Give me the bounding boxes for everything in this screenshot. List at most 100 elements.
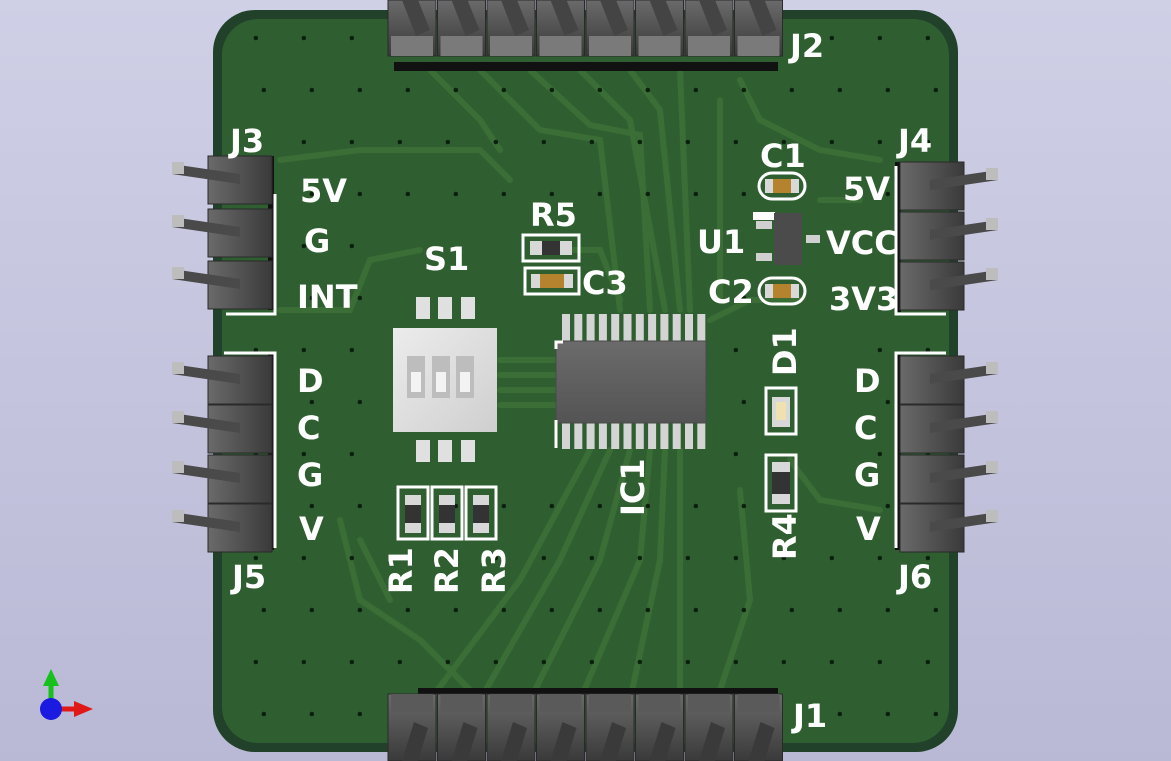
via (877, 451, 883, 457)
header-pin (172, 404, 273, 454)
label-c2: C2 (708, 273, 754, 311)
via (549, 503, 555, 509)
via (877, 555, 883, 561)
via (685, 139, 691, 145)
via (309, 711, 315, 717)
via (877, 139, 883, 145)
header-pin (387, 693, 437, 761)
ic-pin (672, 423, 681, 449)
via (501, 87, 507, 93)
via (693, 191, 699, 197)
ic-pin (611, 423, 620, 449)
silkscreen-labels: J2 J1 J3 J4 J5 J6 5V G INT 5V VCC 3V3 D … (228, 27, 932, 735)
via (453, 607, 459, 613)
header-pin (899, 503, 998, 553)
via (597, 503, 603, 509)
via (301, 35, 307, 41)
header-pin (172, 355, 273, 405)
via (733, 555, 739, 561)
ic-pin (574, 423, 583, 449)
via (445, 659, 451, 665)
via (493, 139, 499, 145)
label-r3: R3 (475, 547, 513, 594)
via (301, 659, 307, 665)
via (357, 87, 363, 93)
header-pin (635, 693, 684, 761)
ic-pin (598, 314, 607, 341)
via (541, 139, 547, 145)
via (789, 607, 795, 613)
via (549, 191, 555, 197)
via (349, 139, 355, 145)
j6-pin-label: G (854, 456, 880, 494)
via (589, 555, 595, 561)
ic-pin (648, 314, 657, 341)
via (349, 555, 355, 561)
j3-pin-label: 5V (300, 172, 347, 210)
via (253, 139, 259, 145)
via (357, 607, 363, 613)
label-ic1: IC1 (614, 458, 652, 516)
via (357, 711, 363, 717)
via (685, 555, 691, 561)
connector-j1 (387, 688, 783, 761)
via (837, 607, 843, 613)
connector-j2 (387, 0, 783, 71)
via (397, 555, 403, 561)
label-d1: D1 (766, 327, 804, 376)
via (597, 87, 603, 93)
via (925, 347, 931, 353)
via (925, 35, 931, 41)
via (693, 87, 699, 93)
via (789, 87, 795, 93)
header-pin (899, 261, 998, 311)
via (301, 347, 307, 353)
header-pin (585, 693, 635, 761)
via (837, 711, 843, 717)
via (309, 87, 315, 93)
ic-pin (660, 423, 669, 449)
via (253, 347, 259, 353)
ic-pin (697, 314, 706, 341)
via (301, 451, 307, 457)
header-pin (172, 503, 273, 553)
via (645, 607, 651, 613)
via (405, 191, 411, 197)
via (309, 503, 315, 509)
via (877, 243, 883, 249)
via (501, 191, 507, 197)
via (741, 191, 747, 197)
via (637, 659, 643, 665)
label-j6: J6 (896, 558, 932, 596)
via (357, 191, 363, 197)
via (741, 503, 747, 509)
via (301, 243, 307, 249)
ic-pin (697, 423, 706, 449)
j4-pin-label: VCC (826, 224, 898, 262)
via (885, 87, 891, 93)
ic-pin (611, 314, 620, 341)
via (261, 607, 267, 613)
xyz-axes-icon[interactable] (40, 669, 93, 720)
via (309, 295, 315, 301)
via (733, 659, 739, 665)
via (741, 399, 747, 405)
via (637, 555, 643, 561)
label-r2: R2 (428, 547, 466, 594)
capacitor-c3 (523, 266, 581, 296)
resistor-array (396, 485, 498, 541)
silkscreen-outlines (224, 166, 946, 548)
header-pin (387, 0, 437, 57)
j5-pin-label: C (297, 409, 320, 447)
via (501, 607, 507, 613)
j4-pin-label: 5V (843, 170, 890, 208)
via (349, 243, 355, 249)
via (405, 607, 411, 613)
ic-pin (562, 314, 570, 341)
via (925, 139, 931, 145)
header-pin (536, 693, 585, 761)
label-j4: J4 (896, 122, 932, 160)
header-pin (734, 0, 783, 57)
label-s1: S1 (424, 240, 469, 278)
